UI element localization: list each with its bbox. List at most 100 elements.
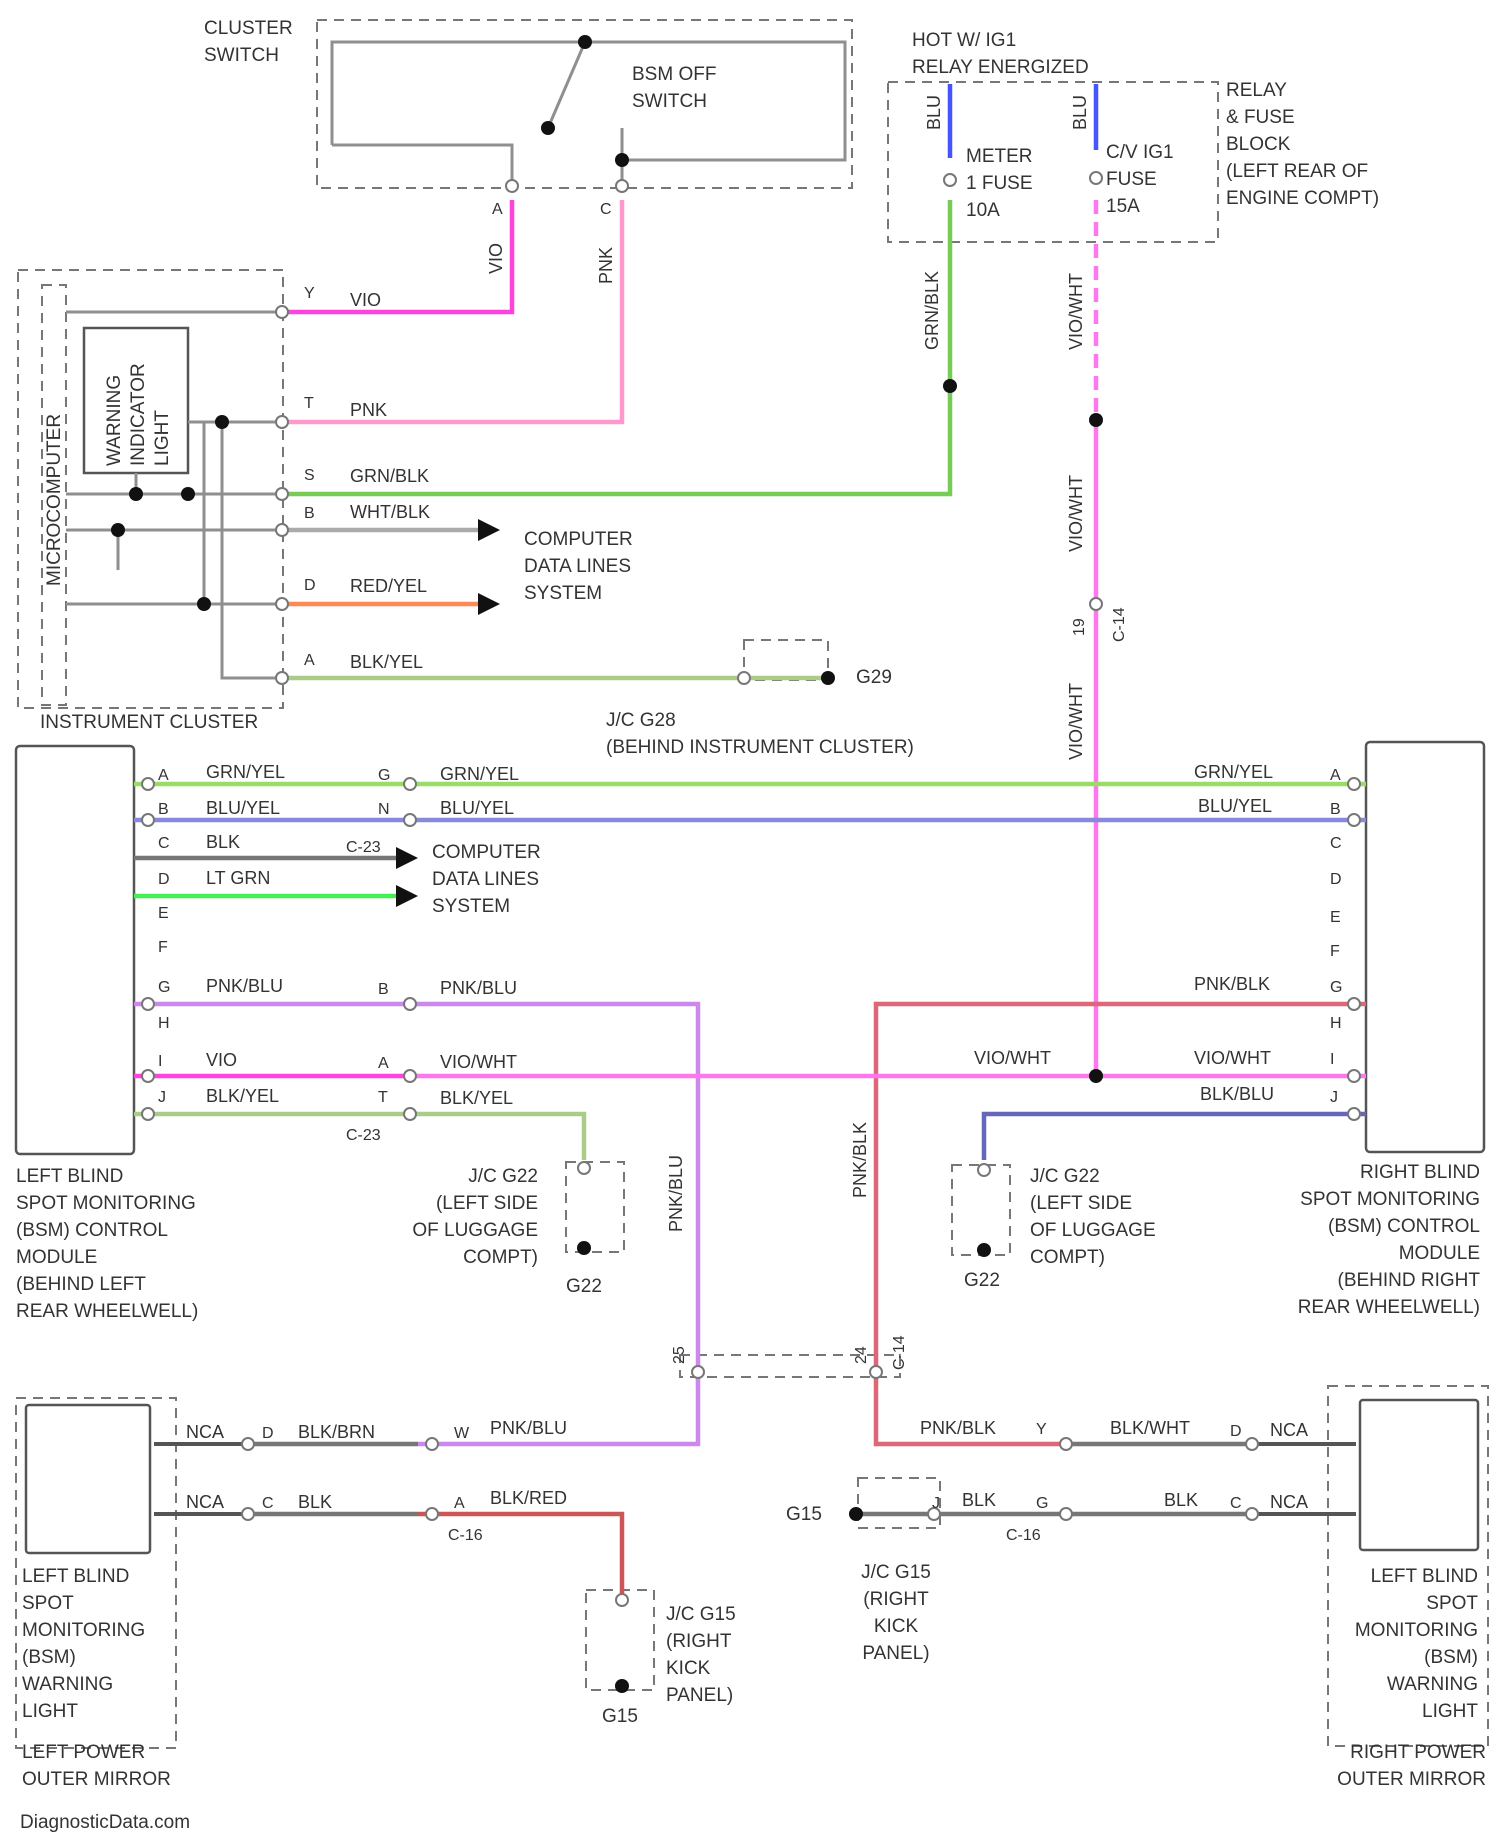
pin-label: S xyxy=(304,467,315,484)
pin-connector xyxy=(242,1438,254,1450)
pin-label: D xyxy=(158,871,170,888)
pin-connector xyxy=(242,1508,254,1520)
pin-connector xyxy=(142,1070,154,1082)
pin-connector xyxy=(404,1108,416,1120)
wire-label: VIO/WHT xyxy=(1066,475,1086,552)
cv-ig1-fuse-label: C/V IG1FUSE15A xyxy=(1106,142,1174,217)
pin-label: W xyxy=(454,1425,470,1442)
wire-label: BLU xyxy=(924,95,944,130)
wire-label: PNK/BLK xyxy=(1194,974,1270,994)
pin-label: E xyxy=(1330,909,1341,926)
pin-label: C xyxy=(600,201,612,218)
pin-label: I xyxy=(158,1053,162,1070)
pin-label: G xyxy=(378,767,390,784)
pin-connector xyxy=(616,1594,628,1606)
computer-data-lines-label-1: COMPUTERDATA LINESSYSTEM xyxy=(524,529,633,604)
pin-label: Y xyxy=(1036,1421,1047,1438)
wire-label: GRN/YEL xyxy=(440,764,519,784)
splice-dot xyxy=(1089,413,1103,427)
g22-left-label: G22 xyxy=(566,1276,602,1297)
wire-label: BLU/YEL xyxy=(440,798,514,818)
left-bsm-module-box xyxy=(16,746,134,1154)
splice-dot xyxy=(129,487,143,501)
g22-right-label: G22 xyxy=(964,1270,1000,1291)
wire-label: GRN/YEL xyxy=(206,762,285,782)
internal-wiring xyxy=(66,42,845,678)
pin-label: A xyxy=(492,201,503,218)
splice-dot xyxy=(541,121,555,135)
wire-label: BLU/YEL xyxy=(1198,796,1272,816)
wire-label: BLK xyxy=(298,1492,332,1512)
pin-connector xyxy=(578,1162,590,1174)
pin-connector xyxy=(276,672,288,684)
wire-vio-cluster-switch xyxy=(282,200,512,312)
wire-label: VIO/WHT xyxy=(974,1048,1051,1068)
pin-label: D xyxy=(1230,1423,1242,1440)
pin-label: N xyxy=(378,801,390,818)
arrow-icon xyxy=(396,847,418,869)
arrow-icon xyxy=(396,885,418,907)
pin-label: G xyxy=(1036,1495,1048,1512)
pin-connector xyxy=(1090,172,1102,184)
pin-label: H xyxy=(158,1015,170,1032)
pin-label: D xyxy=(1330,871,1342,888)
pin-label: C xyxy=(158,835,170,852)
pin-connector xyxy=(276,306,288,318)
wire-blk-blu-g22 xyxy=(984,1114,1366,1160)
pin-connector xyxy=(276,416,288,428)
splice-dot xyxy=(181,487,195,501)
pin-connector xyxy=(276,488,288,500)
pin-connector xyxy=(142,778,154,790)
splice-dot xyxy=(977,1243,991,1257)
pin-label: T xyxy=(304,395,314,412)
pin-connector xyxy=(616,180,628,192)
pin-label: A xyxy=(304,652,315,669)
jc-g28-outline xyxy=(744,640,828,680)
pin-label: B xyxy=(158,801,169,818)
wire-label: VIO/WHT xyxy=(1194,1048,1271,1068)
wire-label: PNK xyxy=(596,247,616,284)
wire-label: PNK/BLU xyxy=(666,1155,686,1232)
pin-connector xyxy=(944,174,956,186)
pin-label: E xyxy=(158,905,169,922)
pin-label: D xyxy=(304,577,316,594)
pin-connector xyxy=(1348,998,1360,1010)
g29-label: G29 xyxy=(856,667,892,688)
pin-label: C-23 xyxy=(346,839,381,856)
wire-label: BLK/YEL xyxy=(440,1088,513,1108)
pin-connector xyxy=(1060,1508,1072,1520)
pin-connector xyxy=(1090,598,1102,610)
g15-left-label: G15 xyxy=(602,1706,638,1727)
splice-dot xyxy=(943,379,957,393)
meter-fuse-label: METER1 FUSE10A xyxy=(966,146,1033,221)
pin-label: B xyxy=(304,505,315,522)
wire-label: GRN/BLK xyxy=(350,466,429,486)
wire-label: VIO xyxy=(206,1050,237,1070)
wire-label: BLK/BLU xyxy=(1200,1084,1274,1104)
pin-label: 24 xyxy=(853,1346,870,1364)
jc-g28-label: J/C G28(BEHIND INSTRUMENT CLUSTER) xyxy=(606,710,914,758)
wire-label: BLK/RED xyxy=(490,1488,567,1508)
instrument-cluster-label: INSTRUMENT CLUSTER xyxy=(40,712,258,733)
pin-connector xyxy=(1348,1108,1360,1120)
pin-label: G xyxy=(1330,979,1342,996)
pin-label: C-16 xyxy=(1006,1527,1041,1544)
wire-label: RED/YEL xyxy=(350,576,427,596)
g15-right-label: G15 xyxy=(786,1504,822,1525)
pin-connector xyxy=(1246,1508,1258,1520)
pin-label: B xyxy=(378,981,389,998)
wire-label: PNK/BLU xyxy=(206,976,283,996)
pin-connector xyxy=(404,814,416,826)
wire-label: BLK/YEL xyxy=(350,652,423,672)
splice-dot xyxy=(1089,1069,1103,1083)
splice-dot xyxy=(849,1507,863,1521)
right-warning-light-box xyxy=(1360,1400,1478,1550)
wire-label: BLU xyxy=(1070,95,1090,130)
jc-g22-left-outline xyxy=(566,1162,624,1252)
wire-traces xyxy=(134,84,1366,1600)
pin-connector xyxy=(1060,1438,1072,1450)
